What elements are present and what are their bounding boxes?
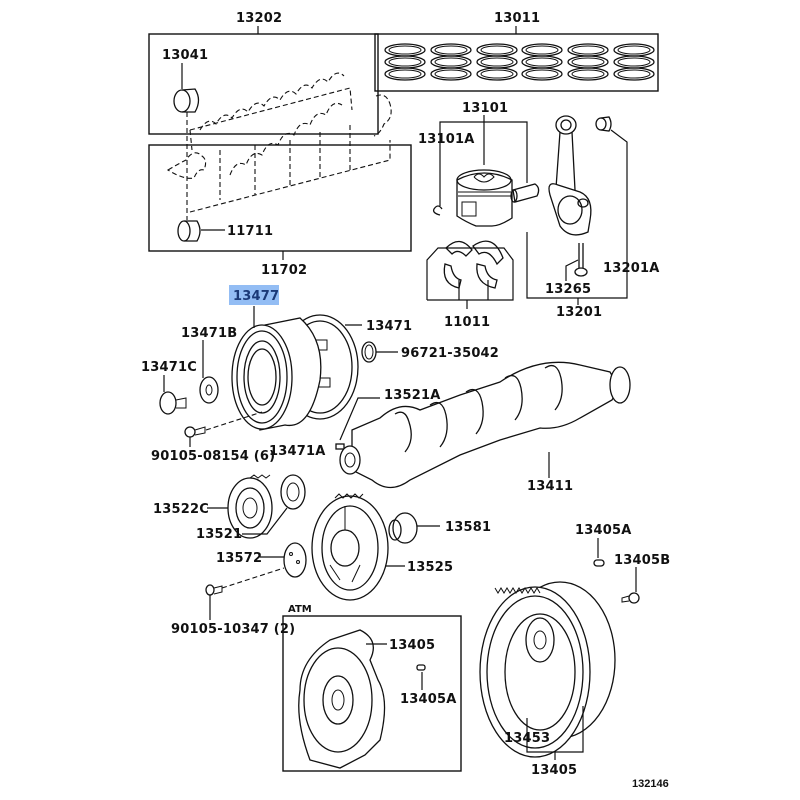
label-13201A[interactable]: 13201A <box>603 261 660 276</box>
label-13011[interactable]: 13011 <box>494 11 540 26</box>
label-13405A-atm[interactable]: 13405A <box>400 692 457 707</box>
bushing-13201A[interactable] <box>526 116 628 299</box>
label-13522C[interactable]: 13522C <box>153 502 209 517</box>
connecting-rod-13201[interactable] <box>548 115 592 236</box>
label-13471B[interactable]: 13471B <box>181 326 237 341</box>
label-13405-atm[interactable]: 13405 <box>389 638 435 653</box>
label-atm: ATM <box>288 604 312 615</box>
bearing-set-11011[interactable] <box>426 240 579 309</box>
label-13405B[interactable]: 13405B <box>614 553 670 568</box>
flywheel-13405[interactable] <box>479 581 616 760</box>
bolt-90105-08154[interactable] <box>184 411 263 447</box>
highlight-box <box>229 285 279 305</box>
bolt-13265[interactable] <box>565 243 588 281</box>
label-13477[interactable]: 13477 <box>233 289 279 304</box>
label-13201[interactable]: 13201 <box>556 305 602 320</box>
label-13265[interactable]: 13265 <box>545 282 591 297</box>
gear-13522C[interactable] <box>207 474 273 539</box>
plate-13572[interactable] <box>260 542 307 578</box>
label-13471C[interactable]: 13471C <box>141 360 197 375</box>
atm-box <box>282 615 462 772</box>
bearing-11711[interactable] <box>177 220 225 242</box>
bolt-90105-10347[interactable] <box>205 567 285 620</box>
crankshaft-outline-ghost <box>166 72 392 213</box>
damper-pulley-13477[interactable] <box>231 306 322 431</box>
o-ring-96721-35042[interactable] <box>361 341 398 363</box>
pin-13405A-atm[interactable] <box>416 664 426 690</box>
bolt-13471C[interactable] <box>159 375 187 415</box>
label-13411[interactable]: 13411 <box>527 479 573 494</box>
crankshaft-13411[interactable] <box>339 361 631 489</box>
label-13521A[interactable]: 13521A <box>384 388 441 403</box>
drive-plate-13405-atm[interactable] <box>298 629 387 769</box>
label-13525[interactable]: 13525 <box>407 560 453 575</box>
label-13405-mt[interactable]: 13405 <box>531 763 577 778</box>
label-90105-08154[interactable]: 90105-08154 (6) <box>151 449 275 464</box>
highlighted-part-13477[interactable]: 13477 <box>229 285 279 305</box>
label-13572[interactable]: 13572 <box>216 551 262 566</box>
bearing-13041[interactable] <box>173 63 200 220</box>
washer-13471B[interactable] <box>199 340 219 404</box>
label-13202[interactable]: 13202 <box>236 11 282 26</box>
piston-13101[interactable] <box>439 115 528 227</box>
label-96721-35042[interactable]: 96721-35042 <box>401 346 499 361</box>
label-13521[interactable]: 13521 <box>196 527 242 542</box>
label-13101[interactable]: 13101 <box>462 101 508 116</box>
pulley-13581[interactable] <box>388 512 440 544</box>
box-13011 <box>374 26 659 92</box>
label-13471A[interactable]: 13471A <box>269 444 326 459</box>
label-90105-10347[interactable]: 90105-10347 (2) <box>171 622 295 637</box>
box-13202 <box>148 26 379 135</box>
key-13471A[interactable] <box>335 397 380 450</box>
label-13453[interactable]: 13453 <box>504 731 550 746</box>
gear-13525[interactable] <box>311 493 405 601</box>
label-11711[interactable]: 11711 <box>227 224 273 239</box>
label-13041[interactable]: 13041 <box>162 48 208 63</box>
pin-13405A[interactable] <box>593 538 605 567</box>
piston-ring-sets[interactable] <box>384 43 655 81</box>
label-13101A[interactable]: 13101A <box>418 132 475 147</box>
snap-ring-13101A[interactable] <box>432 147 443 216</box>
label-13471[interactable]: 13471 <box>366 319 412 334</box>
label-11011[interactable]: 11011 <box>444 315 490 330</box>
box-11702 <box>148 144 412 260</box>
label-13581[interactable]: 13581 <box>445 520 491 535</box>
bolt-13405B[interactable] <box>621 567 640 604</box>
gear-13521[interactable] <box>242 474 306 535</box>
illustration-id: 132146 <box>632 778 669 790</box>
piston-pin[interactable] <box>510 183 540 203</box>
label-13405A[interactable]: 13405A <box>575 523 632 538</box>
label-11702[interactable]: 11702 <box>261 263 307 278</box>
